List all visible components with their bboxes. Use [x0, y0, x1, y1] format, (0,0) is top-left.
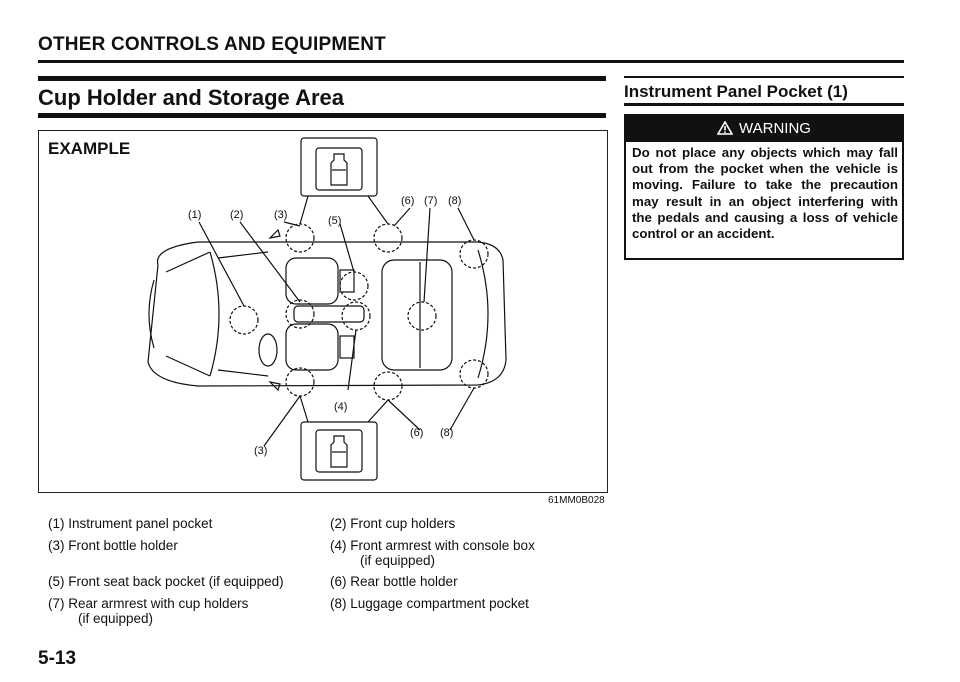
- legend-item-4-note: (if equipped): [360, 553, 436, 568]
- warning-header: WARNING: [624, 114, 904, 142]
- callout-circles: [229, 223, 489, 401]
- callout-2: (2): [230, 209, 243, 221]
- page-number: 5-13: [38, 648, 77, 669]
- warning-heading: WARNING: [739, 119, 811, 137]
- figure-code: 61MM0B028: [548, 495, 605, 506]
- leader-lines: [198, 195, 475, 447]
- callout-5: (5): [328, 215, 341, 227]
- legend-item-7: (7) Rear armrest with cup holders: [48, 596, 249, 611]
- right-section-title: Instrument Panel Pocket (1): [624, 82, 848, 101]
- callout-3: (3): [274, 209, 287, 221]
- header-rule: [38, 60, 904, 63]
- car-body: [147, 241, 507, 387]
- callout-7: (7): [424, 195, 437, 207]
- right-title-rule-bottom: [624, 103, 904, 106]
- callout-6-bottom: (6): [410, 427, 423, 439]
- title-bar-top: [38, 76, 606, 81]
- warning-text: Do not place any objects which may fall …: [632, 145, 898, 242]
- door-pocket-left: [268, 228, 281, 239]
- right-title-rule-top: [624, 76, 904, 78]
- callout-3-bottom: (3): [254, 445, 267, 457]
- legend-item-7-note: (if equipped): [78, 611, 154, 626]
- callout-1: (1): [188, 209, 201, 221]
- legend-item-1: (1) Instrument panel pocket: [48, 516, 213, 531]
- warning-triangle-icon: [717, 121, 734, 135]
- legend-item-8: (8) Luggage compartment pocket: [330, 596, 529, 611]
- door-pocket-right: [268, 381, 281, 392]
- legend-item-5: (5) Front seat back pocket (if equipped): [48, 574, 284, 589]
- callout-8-bottom: (8): [440, 427, 453, 439]
- section-header: OTHER CONTROLS AND EQUIPMENT: [38, 34, 386, 55]
- legend-item-2: (2) Front cup holders: [330, 516, 456, 531]
- seats: [285, 257, 453, 371]
- callout-4: (4): [334, 401, 347, 413]
- car-diagram: (1) (2) (3) (5) (6) (7) (8) (4) (6) (8) …: [147, 137, 507, 481]
- figure-frame: [38, 130, 608, 493]
- callout-6: (6): [401, 195, 414, 207]
- center-console: [293, 305, 365, 323]
- example-label: EXAMPLE: [48, 139, 131, 158]
- legend-item-4: (4) Front armrest with console box: [330, 538, 535, 553]
- legend-item-3: (3) Front bottle holder: [48, 538, 178, 553]
- page-title: Cup Holder and Storage Area: [38, 85, 345, 110]
- steering-wheel: [258, 333, 278, 367]
- callout-labels: (1) (2) (3) (5) (6) (7) (8) (4) (6) (8) …: [188, 195, 461, 457]
- legend-item-6: (6) Rear bottle holder: [330, 574, 458, 589]
- bottle-inset-top: [300, 137, 378, 197]
- callout-8: (8): [448, 195, 461, 207]
- bottle-inset-bottom: [300, 421, 378, 481]
- title-bar-bottom: [38, 113, 606, 118]
